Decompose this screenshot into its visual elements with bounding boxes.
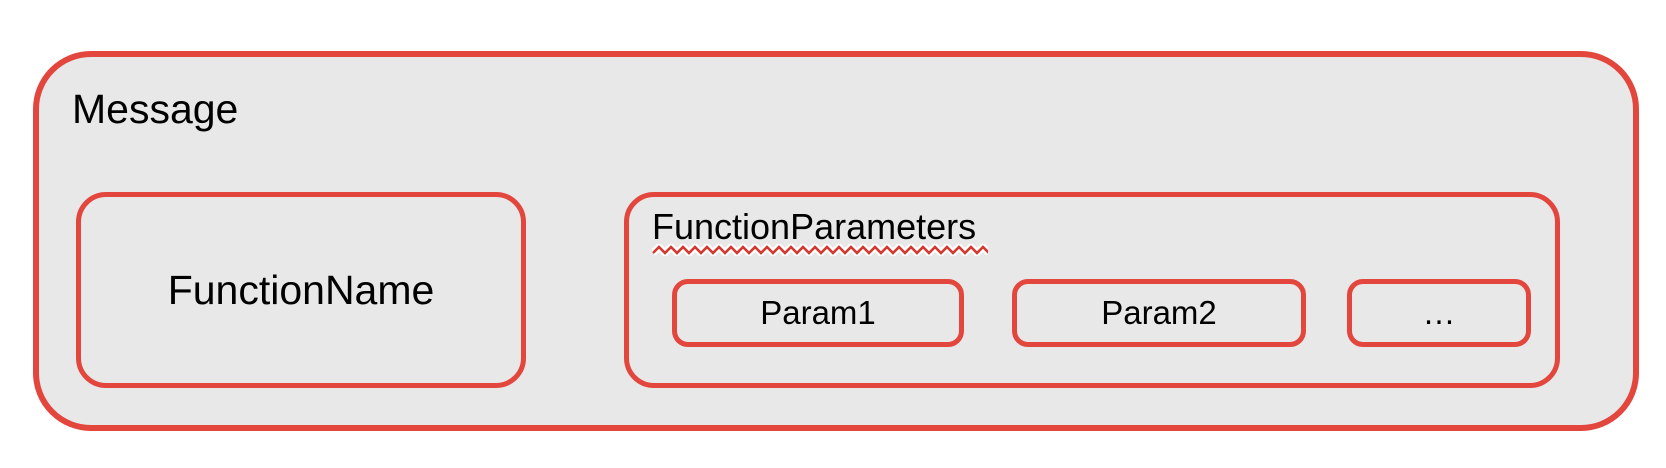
function-name-label: FunctionName xyxy=(167,266,435,313)
message-box: Message FunctionName FunctionParameters … xyxy=(33,51,1639,431)
param1-box: Param1 xyxy=(672,279,964,347)
function-parameters-box: FunctionParameters Param1 Param2 … xyxy=(624,192,1560,388)
spellcheck-squiggle-underline xyxy=(652,244,988,257)
param1-label: Param1 xyxy=(760,294,876,331)
function-name-box: FunctionName xyxy=(76,192,526,388)
function-parameters-header: FunctionParameters xyxy=(652,205,988,257)
more-params-label: … xyxy=(1422,294,1456,331)
param2-box: Param2 xyxy=(1012,279,1306,347)
message-label: Message xyxy=(72,86,239,132)
param2-label: Param2 xyxy=(1101,294,1217,331)
more-params-box: … xyxy=(1347,279,1531,347)
function-parameters-label: FunctionParameters xyxy=(652,206,977,247)
